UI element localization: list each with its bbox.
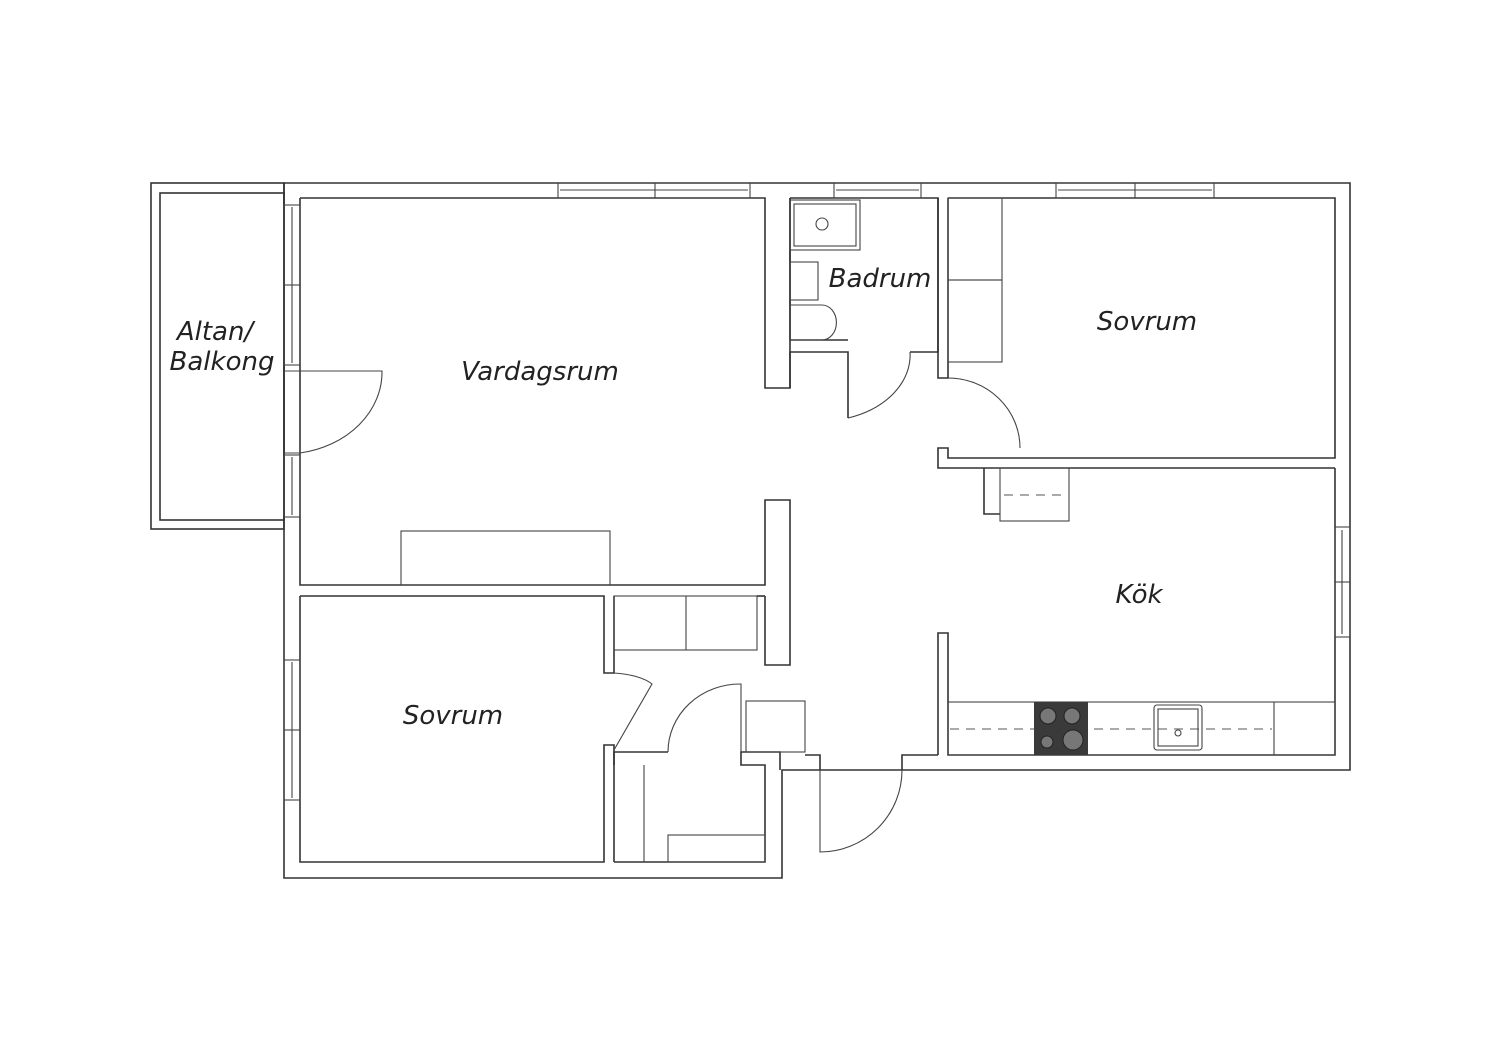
sink (789, 261, 819, 301)
burner-icon (1039, 707, 1057, 725)
hall-closet (613, 683, 938, 863)
bedroom-top (937, 197, 1336, 469)
toilet (789, 304, 837, 341)
fridge (999, 467, 1070, 522)
shower-drain-icon (815, 217, 829, 231)
room-label-balcony-2: Balkong (170, 347, 275, 377)
wardrobe (947, 197, 1003, 281)
burner-icon (1040, 735, 1054, 749)
balcony-door[interactable] (284, 370, 383, 454)
living-room-wall (299, 198, 791, 666)
entrance-door[interactable] (819, 769, 903, 853)
shoe-cabinet (745, 700, 806, 753)
room-label-bedroom-top: Sovrum (1097, 307, 1197, 337)
bedroom-bottom (299, 595, 765, 863)
room-label-bedroom-bottom: Sovrum (403, 701, 503, 731)
kitchen (937, 467, 1351, 756)
outer-wall (283, 182, 1351, 879)
bathroom (789, 197, 939, 419)
windows (283, 182, 1215, 801)
sofa (400, 530, 611, 586)
kitchen-sink (1153, 704, 1203, 751)
burner-icon (1062, 729, 1084, 751)
kitchen-counter (947, 701, 1336, 756)
room-label-living: Vardagsrum (461, 357, 619, 387)
bedroom-bottom-door[interactable] (613, 672, 653, 751)
room-label-kitchen: Kök (1115, 580, 1163, 610)
room-label-balcony: Altan/ (175, 317, 257, 347)
burner-icon (1063, 707, 1081, 725)
bedroom-top-door[interactable] (947, 377, 1021, 449)
shower (789, 199, 861, 251)
room-label-bath: Badrum (829, 264, 932, 294)
